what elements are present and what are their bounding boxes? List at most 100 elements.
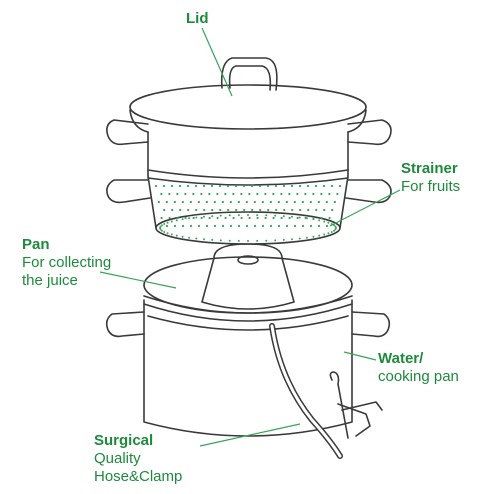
perforation-dot bbox=[307, 208, 310, 212]
perforation-dot bbox=[240, 216, 243, 220]
perforation-dot bbox=[210, 184, 214, 188]
perforation-dot bbox=[322, 184, 326, 188]
perforation-dot bbox=[211, 208, 214, 212]
perforation-dot bbox=[170, 184, 174, 188]
perforation-dot bbox=[211, 215, 214, 218]
perforation-dot bbox=[237, 224, 241, 228]
perforation-dot bbox=[159, 225, 162, 228]
perforation-dot bbox=[298, 216, 301, 219]
perforation-dot bbox=[170, 233, 173, 236]
perforation-dot bbox=[195, 208, 198, 212]
perforation-dot bbox=[290, 184, 294, 188]
perforation-dot bbox=[312, 218, 315, 221]
perforation-dot bbox=[154, 184, 158, 188]
perforation-dot bbox=[197, 200, 200, 204]
perforation-dot bbox=[320, 216, 323, 220]
perforation-dot bbox=[189, 200, 192, 204]
pan-subtitle-line1: For collecting bbox=[22, 254, 112, 271]
surgical-label: Surgical Quality Hose&Clamp bbox=[94, 432, 182, 486]
perforation-dot bbox=[195, 216, 198, 219]
perforation-dot bbox=[176, 216, 179, 220]
perforation-dot bbox=[269, 200, 272, 204]
perforation-dot bbox=[280, 216, 283, 220]
leader-lines bbox=[99, 27, 401, 447]
perforation-dot bbox=[261, 224, 265, 228]
perforation-dot bbox=[229, 224, 233, 228]
perforation-dot bbox=[224, 192, 227, 196]
strainer-leader-line bbox=[329, 189, 401, 227]
perforation-dot bbox=[192, 192, 195, 196]
perforation-dot bbox=[224, 216, 227, 220]
perforation-dot bbox=[318, 219, 321, 222]
perforation-dot bbox=[216, 216, 219, 220]
lid-label: Lid bbox=[186, 10, 209, 28]
perforation-dot bbox=[205, 224, 209, 228]
perforation-dot bbox=[216, 192, 219, 196]
lid-shape bbox=[129, 57, 367, 133]
perforation-dot bbox=[267, 208, 270, 212]
strainer-title: Strainer bbox=[401, 160, 458, 177]
perforation-dot bbox=[173, 200, 176, 204]
water-leader-line bbox=[343, 351, 377, 361]
perforation-dot bbox=[175, 234, 178, 237]
perforation-dot bbox=[211, 238, 214, 241]
perforation-dot bbox=[312, 192, 315, 196]
perforation-dot bbox=[293, 200, 296, 204]
perforation-dot bbox=[192, 216, 195, 220]
perforation-dot bbox=[162, 184, 166, 188]
perforation-dot bbox=[264, 192, 267, 196]
surgical-subtitle-line2: Hose&Clamp bbox=[94, 468, 183, 485]
perforation-dot bbox=[309, 224, 313, 228]
perforation-dot bbox=[205, 200, 208, 204]
perforation-dot bbox=[328, 216, 331, 220]
perforation-dot bbox=[253, 224, 257, 228]
perforation-dot bbox=[338, 184, 342, 188]
perforation-dot bbox=[285, 224, 289, 228]
perforation-dot bbox=[160, 216, 163, 220]
perforation-dot bbox=[282, 184, 286, 188]
perforation-dot bbox=[272, 216, 275, 220]
perforation-dot bbox=[247, 240, 249, 242]
perforation-dot bbox=[301, 224, 305, 228]
perforation-dot bbox=[248, 192, 251, 196]
perforation-dot bbox=[200, 192, 203, 196]
perforation-dot bbox=[317, 200, 320, 204]
perforation-dot bbox=[261, 200, 264, 204]
perforation-dot bbox=[315, 208, 318, 212]
perforation-dot bbox=[323, 233, 326, 236]
perforation-dot bbox=[219, 214, 222, 217]
perforation-dot bbox=[296, 192, 299, 196]
perforation-dot bbox=[221, 224, 225, 228]
perforation-dot bbox=[277, 200, 280, 204]
perforation-dot bbox=[175, 219, 178, 222]
perforation-dot bbox=[247, 214, 249, 216]
perforation-dot bbox=[274, 184, 278, 188]
perforation-dot bbox=[309, 200, 312, 204]
perforation-dot bbox=[256, 192, 259, 196]
perforation-dot bbox=[291, 238, 293, 241]
perforation-dot bbox=[296, 216, 299, 220]
pan-label: Pan For collecting the juice bbox=[22, 236, 111, 290]
perforation-dot bbox=[165, 200, 168, 204]
perforation-dot bbox=[272, 192, 275, 196]
perforation-dot bbox=[163, 231, 166, 233]
perforation-dot bbox=[200, 216, 203, 220]
perforation-dot bbox=[237, 200, 240, 204]
perforation-dot bbox=[166, 221, 169, 224]
perforation-dot bbox=[213, 224, 217, 228]
perforation-dot bbox=[299, 208, 302, 212]
perforation-dot bbox=[208, 216, 211, 220]
perforation-dot bbox=[288, 192, 291, 196]
perforation-dot bbox=[274, 214, 277, 217]
perforation-dot bbox=[179, 208, 182, 212]
perforation-dot bbox=[171, 208, 174, 212]
perforation-dot bbox=[331, 208, 334, 212]
perforation-dot bbox=[327, 232, 330, 235]
perforation-dot bbox=[232, 216, 235, 220]
strainer-perforations bbox=[154, 184, 342, 242]
perforation-dot bbox=[226, 184, 230, 188]
perforation-dot bbox=[245, 224, 249, 228]
perforation-dot bbox=[256, 216, 259, 220]
